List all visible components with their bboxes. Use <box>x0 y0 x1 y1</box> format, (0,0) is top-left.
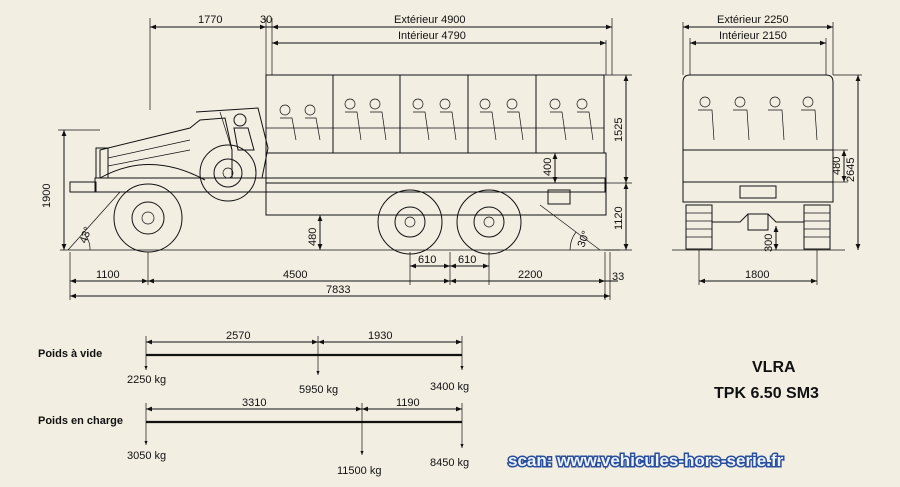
title-line1: VLRA <box>752 359 796 376</box>
credit-watermark: scan: www.vehicules-hors-serie.fr <box>508 451 784 470</box>
dim-2200: 2200 <box>518 269 542 281</box>
top-dimensions: 1770 30 Extérieur 4900 Intérieur 4790 <box>149 14 613 110</box>
weight-empty-span1: 2570 <box>226 330 250 342</box>
weight-loaded-span1: 3310 <box>242 397 266 409</box>
dim-track: 1800 <box>745 269 769 281</box>
dim-1120: 1120 <box>613 206 625 230</box>
dim-rear-300: 300 <box>763 234 775 252</box>
side-vertical-dimensions: 1900 1525 1120 400 480 43° 30° <box>41 74 632 251</box>
rear-view-dimensions: Extérieur 2250 Intérieur 2150 480 2645 3… <box>682 14 862 285</box>
rear-view-truck <box>672 74 845 251</box>
weight-empty-front: 2250 kg <box>127 374 166 386</box>
dim-int-width: Intérieur 2150 <box>719 30 787 42</box>
rear-wheel-2 <box>456 189 522 255</box>
dim-int-length: Intérieur 4790 <box>398 30 466 42</box>
front-wheel <box>113 183 183 253</box>
weight-empty-label: Poids à vide <box>38 348 102 360</box>
weight-empty: Poids à vide 2570 1930 2250 kg 5950 kg 3… <box>38 330 469 396</box>
weight-loaded-middle: 11500 kg <box>337 465 381 477</box>
dim-30: 30 <box>260 14 272 26</box>
bottom-dimensions: 1100 4500 610 610 2200 33 7833 <box>69 252 624 300</box>
approach-angle: 43° <box>78 225 95 245</box>
dim-610-b: 610 <box>458 254 476 266</box>
dim-1525: 1525 <box>613 118 625 142</box>
dim-33: 33 <box>612 271 624 283</box>
dim-1770: 1770 <box>198 14 222 26</box>
dim-610-a: 610 <box>418 254 436 266</box>
dim-ext-width: Extérieur 2250 <box>717 14 789 26</box>
weight-empty-rear: 3400 kg <box>430 381 469 393</box>
weight-loaded: Poids en charge 3310 1190 3050 kg 11500 … <box>38 397 469 477</box>
weight-loaded-front: 3050 kg <box>127 450 166 462</box>
weight-loaded-rear: 8450 kg <box>430 457 469 469</box>
dim-1100: 1100 <box>96 269 120 281</box>
dim-4500: 4500 <box>283 269 307 281</box>
weight-loaded-label: Poids en charge <box>38 415 123 427</box>
dim-rear-480: 480 <box>831 157 843 175</box>
dim-rear-2645: 2645 <box>845 158 857 182</box>
side-view-truck <box>60 74 620 255</box>
dim-400: 400 <box>542 158 554 176</box>
rear-wheel-1 <box>377 189 443 255</box>
dim-480: 480 <box>307 228 319 246</box>
departure-angle: 30° <box>576 229 593 249</box>
dim-1900: 1900 <box>41 184 53 208</box>
title-line2: TPK 6.50 SM3 <box>714 385 819 402</box>
dim-7833: 7833 <box>326 284 350 296</box>
dim-ext-length: Extérieur 4900 <box>394 14 466 26</box>
weight-loaded-span2: 1190 <box>396 397 420 409</box>
weight-empty-span2: 1930 <box>368 330 392 342</box>
weight-empty-middle: 5950 kg <box>299 384 338 396</box>
model-title: VLRA TPK 6.50 SM3 <box>714 359 819 402</box>
